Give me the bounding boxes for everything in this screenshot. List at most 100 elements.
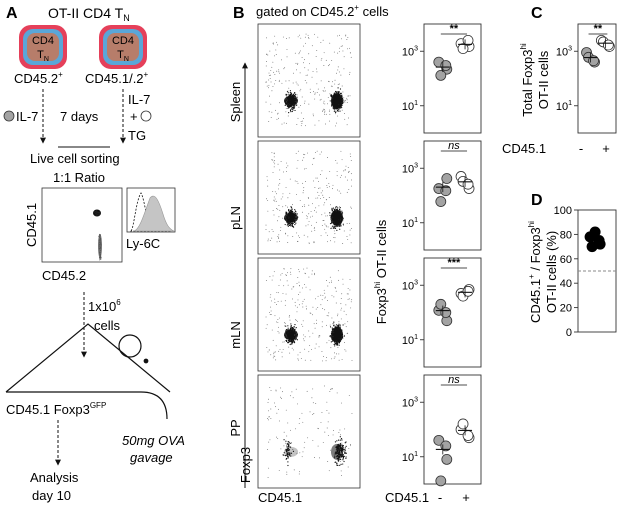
- a-duration: 7 days: [60, 109, 99, 124]
- flow-event: [329, 336, 332, 338]
- flow-event: [339, 207, 341, 209]
- flow-event: [312, 388, 314, 390]
- flow-event: [311, 76, 313, 78]
- flow-event: [340, 45, 342, 47]
- flow-event: [286, 122, 287, 124]
- flow-event: [324, 110, 326, 112]
- flow-event: [347, 95, 349, 97]
- flow-event: [301, 57, 303, 59]
- flow-event: [340, 225, 342, 227]
- c-ylabel-1: Total Foxp3hi: [519, 43, 535, 117]
- flow-event: [268, 84, 270, 86]
- y-tick-label: 103: [402, 162, 418, 175]
- flow-event: [291, 224, 293, 226]
- flow-event: [334, 233, 336, 235]
- flow-event: [301, 123, 303, 125]
- flow-event: [314, 33, 316, 35]
- flow-event: [299, 200, 301, 202]
- flow-event: [272, 231, 274, 233]
- flow-event: [272, 357, 274, 359]
- flow-event: [292, 72, 294, 74]
- flow-event: [267, 477, 269, 479]
- flow-event: [317, 295, 319, 297]
- flow-event: [290, 323, 292, 325]
- flow-event: [279, 229, 281, 231]
- flow-event: [326, 177, 327, 179]
- flow-event: [276, 321, 277, 323]
- flow-event: [299, 236, 301, 238]
- flow-event: [326, 342, 328, 344]
- flow-event: [287, 272, 289, 274]
- flow-event: [312, 414, 314, 415]
- flow-event: [323, 108, 325, 110]
- flow-event: [338, 353, 340, 355]
- flow-event: [328, 81, 330, 83]
- y-tick-exp: 3: [568, 45, 572, 52]
- flow-event: [349, 222, 351, 224]
- flow-event: [286, 452, 288, 455]
- flow-event: [292, 226, 295, 228]
- flow-event: [266, 85, 268, 87]
- flow-event: [288, 448, 290, 451]
- flow-event: [300, 125, 302, 127]
- flow-event: [344, 100, 345, 102]
- flow-event: [268, 467, 270, 469]
- flow-event: [325, 296, 326, 298]
- data-point: [433, 434, 445, 446]
- flow-event: [271, 152, 273, 154]
- flow-event: [275, 345, 277, 347]
- flow-event: [287, 443, 289, 446]
- flow-event: [281, 356, 283, 358]
- flow-xlabel: CD45.1: [258, 490, 302, 505]
- flow-event: [336, 175, 338, 177]
- flow-event: [299, 351, 301, 353]
- flow-event: [298, 268, 300, 270]
- flow-event: [333, 110, 335, 112]
- flow-event: [302, 192, 304, 194]
- flow-event: [335, 125, 336, 127]
- y-tick-label: 103: [556, 45, 572, 58]
- flow-event: [344, 168, 346, 170]
- flow-event: [340, 318, 342, 320]
- flow-event: [284, 67, 286, 69]
- facs-event: [99, 251, 101, 253]
- flow-event: [302, 300, 304, 302]
- flow-event: [327, 421, 329, 423]
- flow-event: [274, 35, 276, 37]
- flow-event: [334, 111, 337, 113]
- flow-event: [341, 45, 343, 47]
- flow-event: [317, 191, 319, 193]
- flow-event: [297, 62, 299, 64]
- flow-event: [283, 122, 285, 124]
- flow-event: [290, 108, 292, 111]
- flow-plot-pln: [257, 140, 361, 255]
- flow-event: [346, 191, 348, 193]
- flow-event: [268, 410, 269, 412]
- flow-event: [289, 90, 292, 92]
- data-point: [593, 235, 605, 246]
- flow-event: [284, 223, 286, 226]
- flow-event: [286, 435, 288, 437]
- flow-event: [336, 462, 338, 464]
- flow-event: [331, 207, 333, 209]
- stat-frame: [423, 374, 482, 485]
- flow-event: [277, 408, 279, 410]
- flow-event: [285, 442, 287, 444]
- flow-event: [329, 100, 331, 102]
- flow-event: [315, 56, 317, 57]
- tissue-label-pp: PP: [228, 419, 243, 436]
- flow-event: [321, 214, 323, 216]
- flow-event: [289, 319, 291, 321]
- facs-event: [98, 241, 100, 243]
- flow-event: [286, 455, 289, 457]
- flow-event: [285, 111, 287, 113]
- flow-event: [267, 54, 269, 56]
- flow-event: [283, 452, 285, 454]
- flow-event: [330, 388, 332, 390]
- flow-event: [340, 298, 342, 299]
- flow-event: [347, 37, 349, 39]
- flow-event: [287, 165, 289, 167]
- facs-event: [100, 257, 102, 259]
